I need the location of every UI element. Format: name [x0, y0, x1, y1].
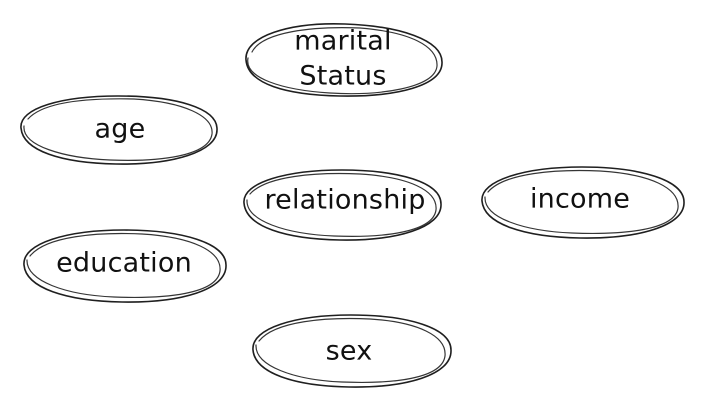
node-sex-label: sex	[326, 336, 373, 367]
node-age-outline	[20, 95, 218, 165]
node-sex-outline-2	[255, 317, 446, 383]
node-relationship-label: relationship	[264, 185, 425, 216]
node-education: education	[23, 229, 227, 303]
node-sex-outline	[252, 314, 452, 388]
node-marital-status: marital Status	[245, 23, 443, 97]
node-education-outline-2	[26, 232, 221, 298]
node-marital-status-label-line2: Status	[299, 61, 386, 92]
node-income-outline-2	[484, 169, 679, 234]
node-relationship-outline-2	[246, 172, 437, 237]
node-income: income	[481, 166, 685, 239]
node-age-outline-2	[23, 98, 213, 161]
node-age-label: age	[95, 114, 146, 145]
node-relationship-outline	[243, 169, 442, 241]
node-marital-status-outline-2	[247, 27, 438, 95]
node-income-label: income	[530, 184, 630, 215]
node-sex: sex	[252, 314, 452, 388]
node-education-outline	[23, 229, 227, 303]
node-relationship: relationship	[243, 169, 442, 241]
node-marital-status-label-line1: marital	[294, 26, 391, 57]
node-age: age	[20, 95, 218, 165]
node-education-label: education	[56, 248, 192, 279]
node-income-outline	[481, 166, 685, 239]
node-marital-status-outline	[245, 23, 443, 97]
